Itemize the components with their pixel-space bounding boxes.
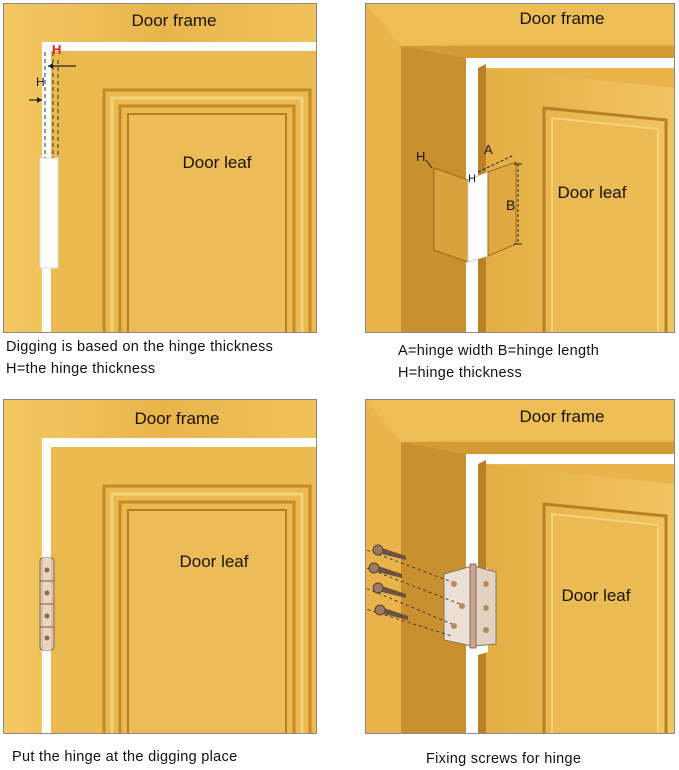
hinge-recess — [467, 171, 489, 263]
door-panel — [127, 509, 287, 733]
caption-place-hinge: Put the hinge at the digging place — [12, 746, 237, 768]
mark-h-small: H — [468, 173, 476, 185]
door-leaf-label: Door leaf — [558, 183, 627, 202]
frame-jamb-side — [401, 442, 466, 733]
mark-h-top: H — [52, 42, 61, 57]
mark-h-left: H — [416, 149, 425, 164]
frame-head — [366, 400, 674, 442]
caption-line: Fixing screws for hinge — [426, 751, 582, 767]
moulding-mid — [118, 104, 296, 332]
screw — [366, 544, 453, 583]
frame-head — [366, 4, 674, 46]
frame-head-underside — [401, 46, 674, 58]
door-frame-label: Door frame — [519, 9, 604, 28]
mark-b: B — [506, 197, 515, 213]
caption-dimensions: A=hinge width B=hinge length H=hinge thi… — [398, 340, 599, 384]
panel-fixing-screws-illustration: Door frame Door leaf — [366, 400, 674, 733]
panel-digging-illustration: H H Door frame Door leaf — [4, 4, 316, 332]
open-hinge — [443, 563, 497, 649]
panel-dimensions: H A H B Door frame Door leaf — [365, 3, 675, 333]
caption-line: Put the hinge at the digging place — [12, 749, 238, 765]
screw — [366, 604, 453, 637]
panel-dimensions-illustration: H A H B Door frame Door leaf — [366, 4, 674, 332]
caption-fixing-screws: Fixing screws for hinge — [426, 748, 581, 770]
moulding-outer — [542, 106, 668, 332]
caption-digging: Digging is based on the hinge thickness … — [6, 336, 273, 380]
moulding-outer — [542, 502, 668, 733]
door-panel — [551, 116, 659, 332]
screws — [366, 544, 461, 637]
mark-h-side: H — [36, 75, 45, 89]
dim-line-a — [477, 155, 513, 173]
gap-top — [42, 438, 316, 447]
moulding-highlight — [110, 492, 304, 733]
moulding-outer — [102, 88, 312, 332]
door-frame-label: Door frame — [134, 409, 219, 428]
arrowhead — [48, 63, 53, 69]
caption-line: Digging is based on the hinge thickness — [6, 339, 274, 355]
panel-fixing-screws: Door frame Door leaf — [365, 399, 675, 734]
door-frame-label: Door frame — [131, 11, 216, 30]
door-panel — [551, 512, 659, 733]
moulding-outer — [102, 484, 312, 733]
hinge-recess-frame — [433, 167, 469, 263]
door-panel — [127, 113, 287, 332]
caption-line: H=hinge thickness — [398, 365, 522, 381]
mark-a: A — [484, 142, 493, 157]
screw — [366, 562, 461, 605]
dim-line — [425, 159, 433, 169]
screw — [366, 582, 453, 625]
panel-place-hinge: Door frame Door leaf — [3, 399, 317, 734]
moulding-mid — [118, 500, 296, 733]
moulding-highlight — [110, 96, 304, 332]
arrowhead — [37, 97, 42, 103]
gap-top — [42, 42, 316, 51]
caption-line: A=hinge width B=hinge length — [398, 343, 600, 359]
caption-line: H=the hinge thickness — [6, 361, 156, 377]
door-leaf-label: Door leaf — [562, 586, 631, 605]
hinge-slot — [39, 157, 59, 269]
door-leaf-label: Door leaf — [183, 153, 252, 172]
installed-hinge — [39, 557, 55, 651]
door-frame-label: Door frame — [519, 407, 604, 426]
panel-digging: H H Door frame Door leaf — [3, 3, 317, 333]
frame-head-underside — [401, 442, 674, 454]
panel-place-hinge-illustration: Door frame Door leaf — [4, 400, 316, 733]
door-leaf-label: Door leaf — [180, 552, 249, 571]
